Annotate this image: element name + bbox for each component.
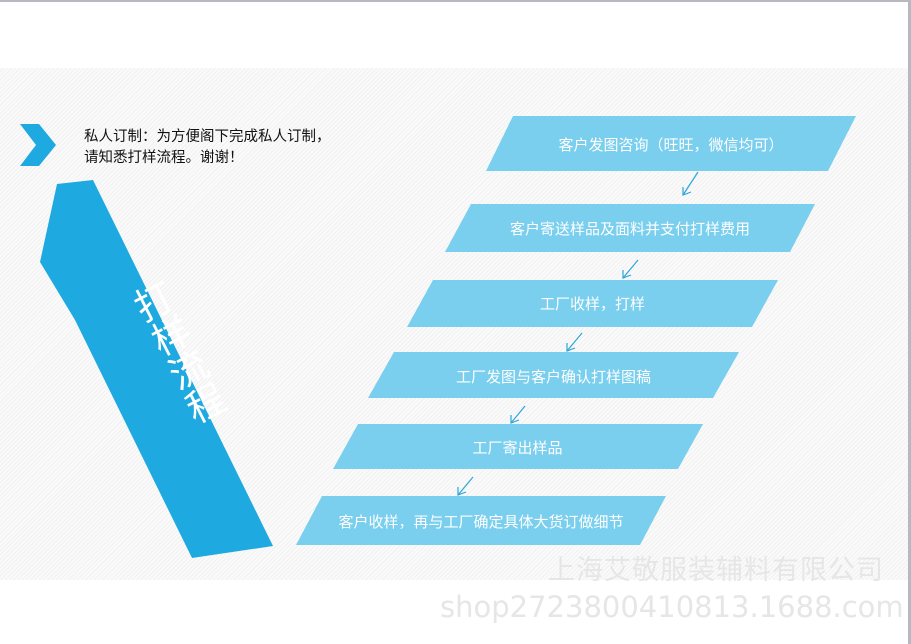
step-4: 工厂发图与客户确认打样图稿 xyxy=(455,368,651,386)
arrow-down-icon xyxy=(682,171,699,196)
step-shape-2 xyxy=(445,204,815,252)
step-6: 客户收样，再与工厂确定具体大货订做细节 xyxy=(338,513,624,531)
step-3: 工厂收样，打样 xyxy=(539,295,645,313)
intro-text: 私人订制：为方便阁下完成私人订制， 请知悉打样流程。谢谢！ xyxy=(84,127,331,169)
right-border xyxy=(908,0,911,644)
arrow-down-icon xyxy=(622,259,639,279)
chevron-right-icon xyxy=(20,124,56,166)
arrow-down-icon xyxy=(510,405,526,424)
arrow-down-icon xyxy=(457,476,474,496)
top-border xyxy=(0,0,911,2)
step-shape-6 xyxy=(296,496,666,545)
step-1: 客户发图咨询（旺旺，微信均可） xyxy=(558,136,784,154)
watermark-url: shop2723800410813.1688.com xyxy=(440,590,904,624)
banner-arrow xyxy=(40,180,273,558)
step-2: 客户寄送样品及面料并支付打样费用 xyxy=(509,220,750,238)
step-shape-3 xyxy=(407,280,778,327)
arrow-down-icon xyxy=(566,332,583,352)
step-shape-5 xyxy=(333,424,703,469)
step-shape-1 xyxy=(486,116,856,171)
step-5: 工厂寄出样品 xyxy=(472,439,563,457)
intro-line-2: 请知悉打样流程。谢谢！ xyxy=(84,150,244,166)
watermark-company: 上海艾敬服装辅料有限公司 xyxy=(548,555,884,586)
intro-line-1: 私人订制：为方便阁下完成私人订制， xyxy=(84,129,331,145)
step-shape-4 xyxy=(368,352,739,398)
